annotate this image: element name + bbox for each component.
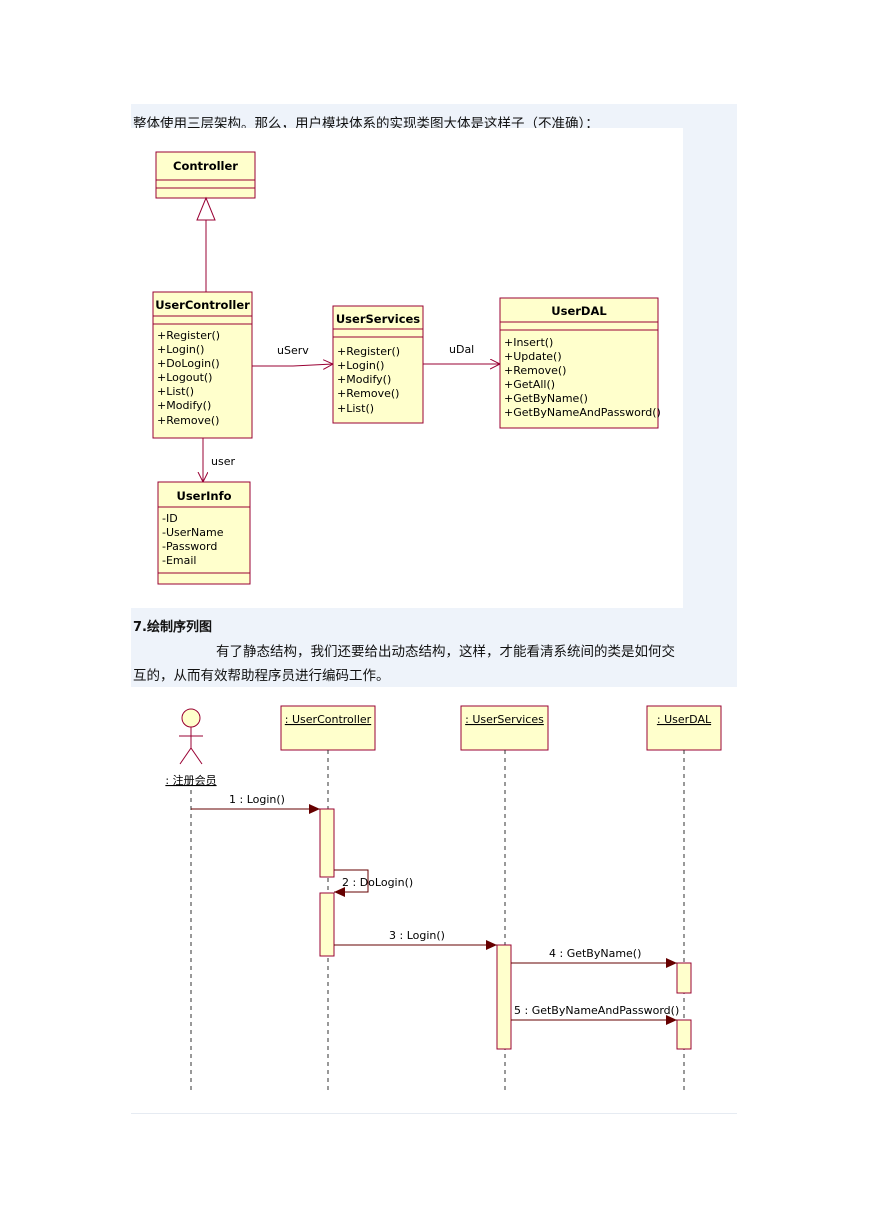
- op-list: +List(): [157, 385, 194, 398]
- attr-username: -UserName: [162, 526, 224, 539]
- op-remove: +Remove(): [157, 414, 219, 427]
- message-2: 2 : DoLogin(): [334, 869, 413, 897]
- op-modify: +Modify(): [337, 373, 391, 386]
- class-controller-name: Controller: [173, 159, 238, 173]
- op-getbyname: +GetByName(): [504, 392, 588, 405]
- class-userservices: UserServices +Register() +Login() +Modif…: [332, 305, 424, 424]
- op-getall: +GetAll(): [504, 378, 555, 391]
- class-userservices-name: UserServices: [336, 312, 420, 326]
- association-user-label: user: [211, 455, 235, 468]
- op-remove: +Remove(): [504, 364, 566, 377]
- op-login: +Login(): [337, 359, 384, 372]
- op-remove: +Remove(): [337, 387, 399, 400]
- svg-text:1 : Login(): 1 : Login(): [229, 793, 285, 806]
- op-modify: +Modify(): [157, 399, 211, 412]
- class-controller: Controller: [155, 151, 256, 199]
- association-userv: uServ: [252, 344, 333, 366]
- attr-password: -Password: [162, 540, 217, 553]
- section-paragraph-line1: 有了静态结构，我们还要给出动态结构，这样，才能看清系统间的类是如何交: [216, 644, 675, 660]
- class-diagram: Controller UserController +Register() +L…: [131, 128, 683, 608]
- bottom-divider: [131, 1113, 737, 1114]
- text-panel: [131, 607, 737, 687]
- svg-text:: UserServices: : UserServices: [465, 713, 544, 726]
- op-getbynameandpassword: +GetByNameAndPassword(): [504, 406, 661, 419]
- actor-label: : 注册会员: [165, 773, 216, 787]
- association-user: user: [203, 438, 235, 482]
- op-dologin: +DoLogin(): [157, 357, 220, 370]
- lifeline-userdal: : UserDAL: [646, 705, 722, 751]
- association-userv-label: uServ: [277, 344, 309, 357]
- lifeline-usercontroller: : UserController: [280, 705, 376, 751]
- op-register: +Register(): [337, 345, 400, 358]
- op-insert: +Insert(): [504, 336, 553, 349]
- class-usercontroller: UserController +Register() +Login() +DoL…: [152, 291, 253, 439]
- class-userdal-name: UserDAL: [551, 304, 607, 318]
- attr-id: -ID: [162, 512, 178, 525]
- op-login: +Login(): [157, 343, 204, 356]
- svg-text:3 : Login(): 3 : Login(): [389, 929, 445, 942]
- svg-text:5 : GetByNameAndPassword(): 5 : GetByNameAndPassword(): [514, 1004, 679, 1017]
- class-usercontroller-name: UserController: [155, 298, 250, 312]
- attr-email: -Email: [162, 554, 197, 567]
- sequence-diagram: : 注册会员 : UserController : UserServices :…: [131, 696, 737, 1116]
- generalization-arrow: [196, 196, 216, 292]
- message-1: 1 : Login(): [191, 793, 320, 814]
- association-udal: uDal: [423, 343, 500, 364]
- activation-bars: [319, 808, 692, 1050]
- actor-figure: : 注册会员: [165, 708, 217, 787]
- svg-text:: UserDAL: : UserDAL: [657, 713, 712, 726]
- svg-text:4 : GetByName(): 4 : GetByName(): [549, 947, 641, 960]
- op-logout: +Logout(): [157, 371, 212, 384]
- svg-text:2 : DoLogin(): 2 : DoLogin(): [342, 876, 413, 889]
- message-4: 4 : GetByName(): [511, 947, 677, 968]
- op-update: +Update(): [504, 350, 562, 363]
- association-udal-label: uDal: [449, 343, 474, 356]
- class-userinfo-name: UserInfo: [176, 489, 231, 503]
- section-heading: 7.绘制序列图: [133, 620, 212, 635]
- lifeline-userservices: : UserServices: [460, 705, 549, 751]
- class-userdal: UserDAL +Insert() +Update() +Remove() +G…: [499, 297, 661, 429]
- message-3: 3 : Login(): [334, 929, 497, 950]
- svg-text:: UserController: : UserController: [285, 713, 372, 726]
- message-5: 5 : GetByNameAndPassword(): [511, 1004, 679, 1025]
- op-list: +List(): [337, 402, 374, 415]
- section-paragraph-line2: 互的，从而有效帮助程序员进行编码工作。: [133, 668, 390, 684]
- op-register: +Register(): [157, 329, 220, 342]
- class-userinfo: UserInfo -ID -UserName -Password -Email: [157, 481, 251, 585]
